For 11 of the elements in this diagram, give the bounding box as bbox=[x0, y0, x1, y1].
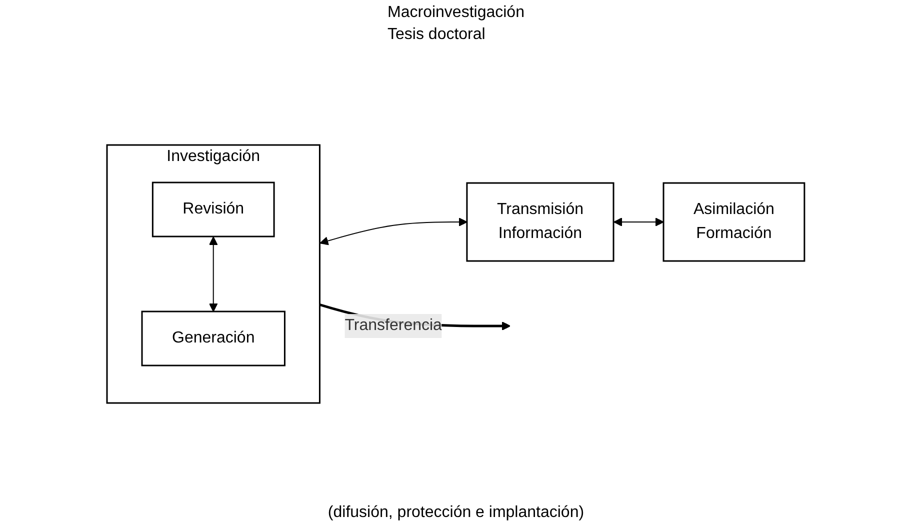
edge-label: Transferencia bbox=[345, 317, 442, 334]
arrow bbox=[614, 218, 664, 226]
arrow bbox=[320, 218, 468, 246]
bracket-label: Macroinvestigación bbox=[388, 4, 524, 22]
edge-note: (difusión, protección e implantación) bbox=[328, 504, 584, 522]
arrow bbox=[209, 236, 218, 312]
node-box: Generación bbox=[142, 310, 286, 366]
node-box: Revisión bbox=[152, 182, 276, 238]
bracket-label: Tesis doctoral bbox=[388, 26, 486, 44]
node-box: Asimilación Formación bbox=[663, 182, 806, 262]
node-box: Transmisión Información bbox=[466, 182, 615, 262]
